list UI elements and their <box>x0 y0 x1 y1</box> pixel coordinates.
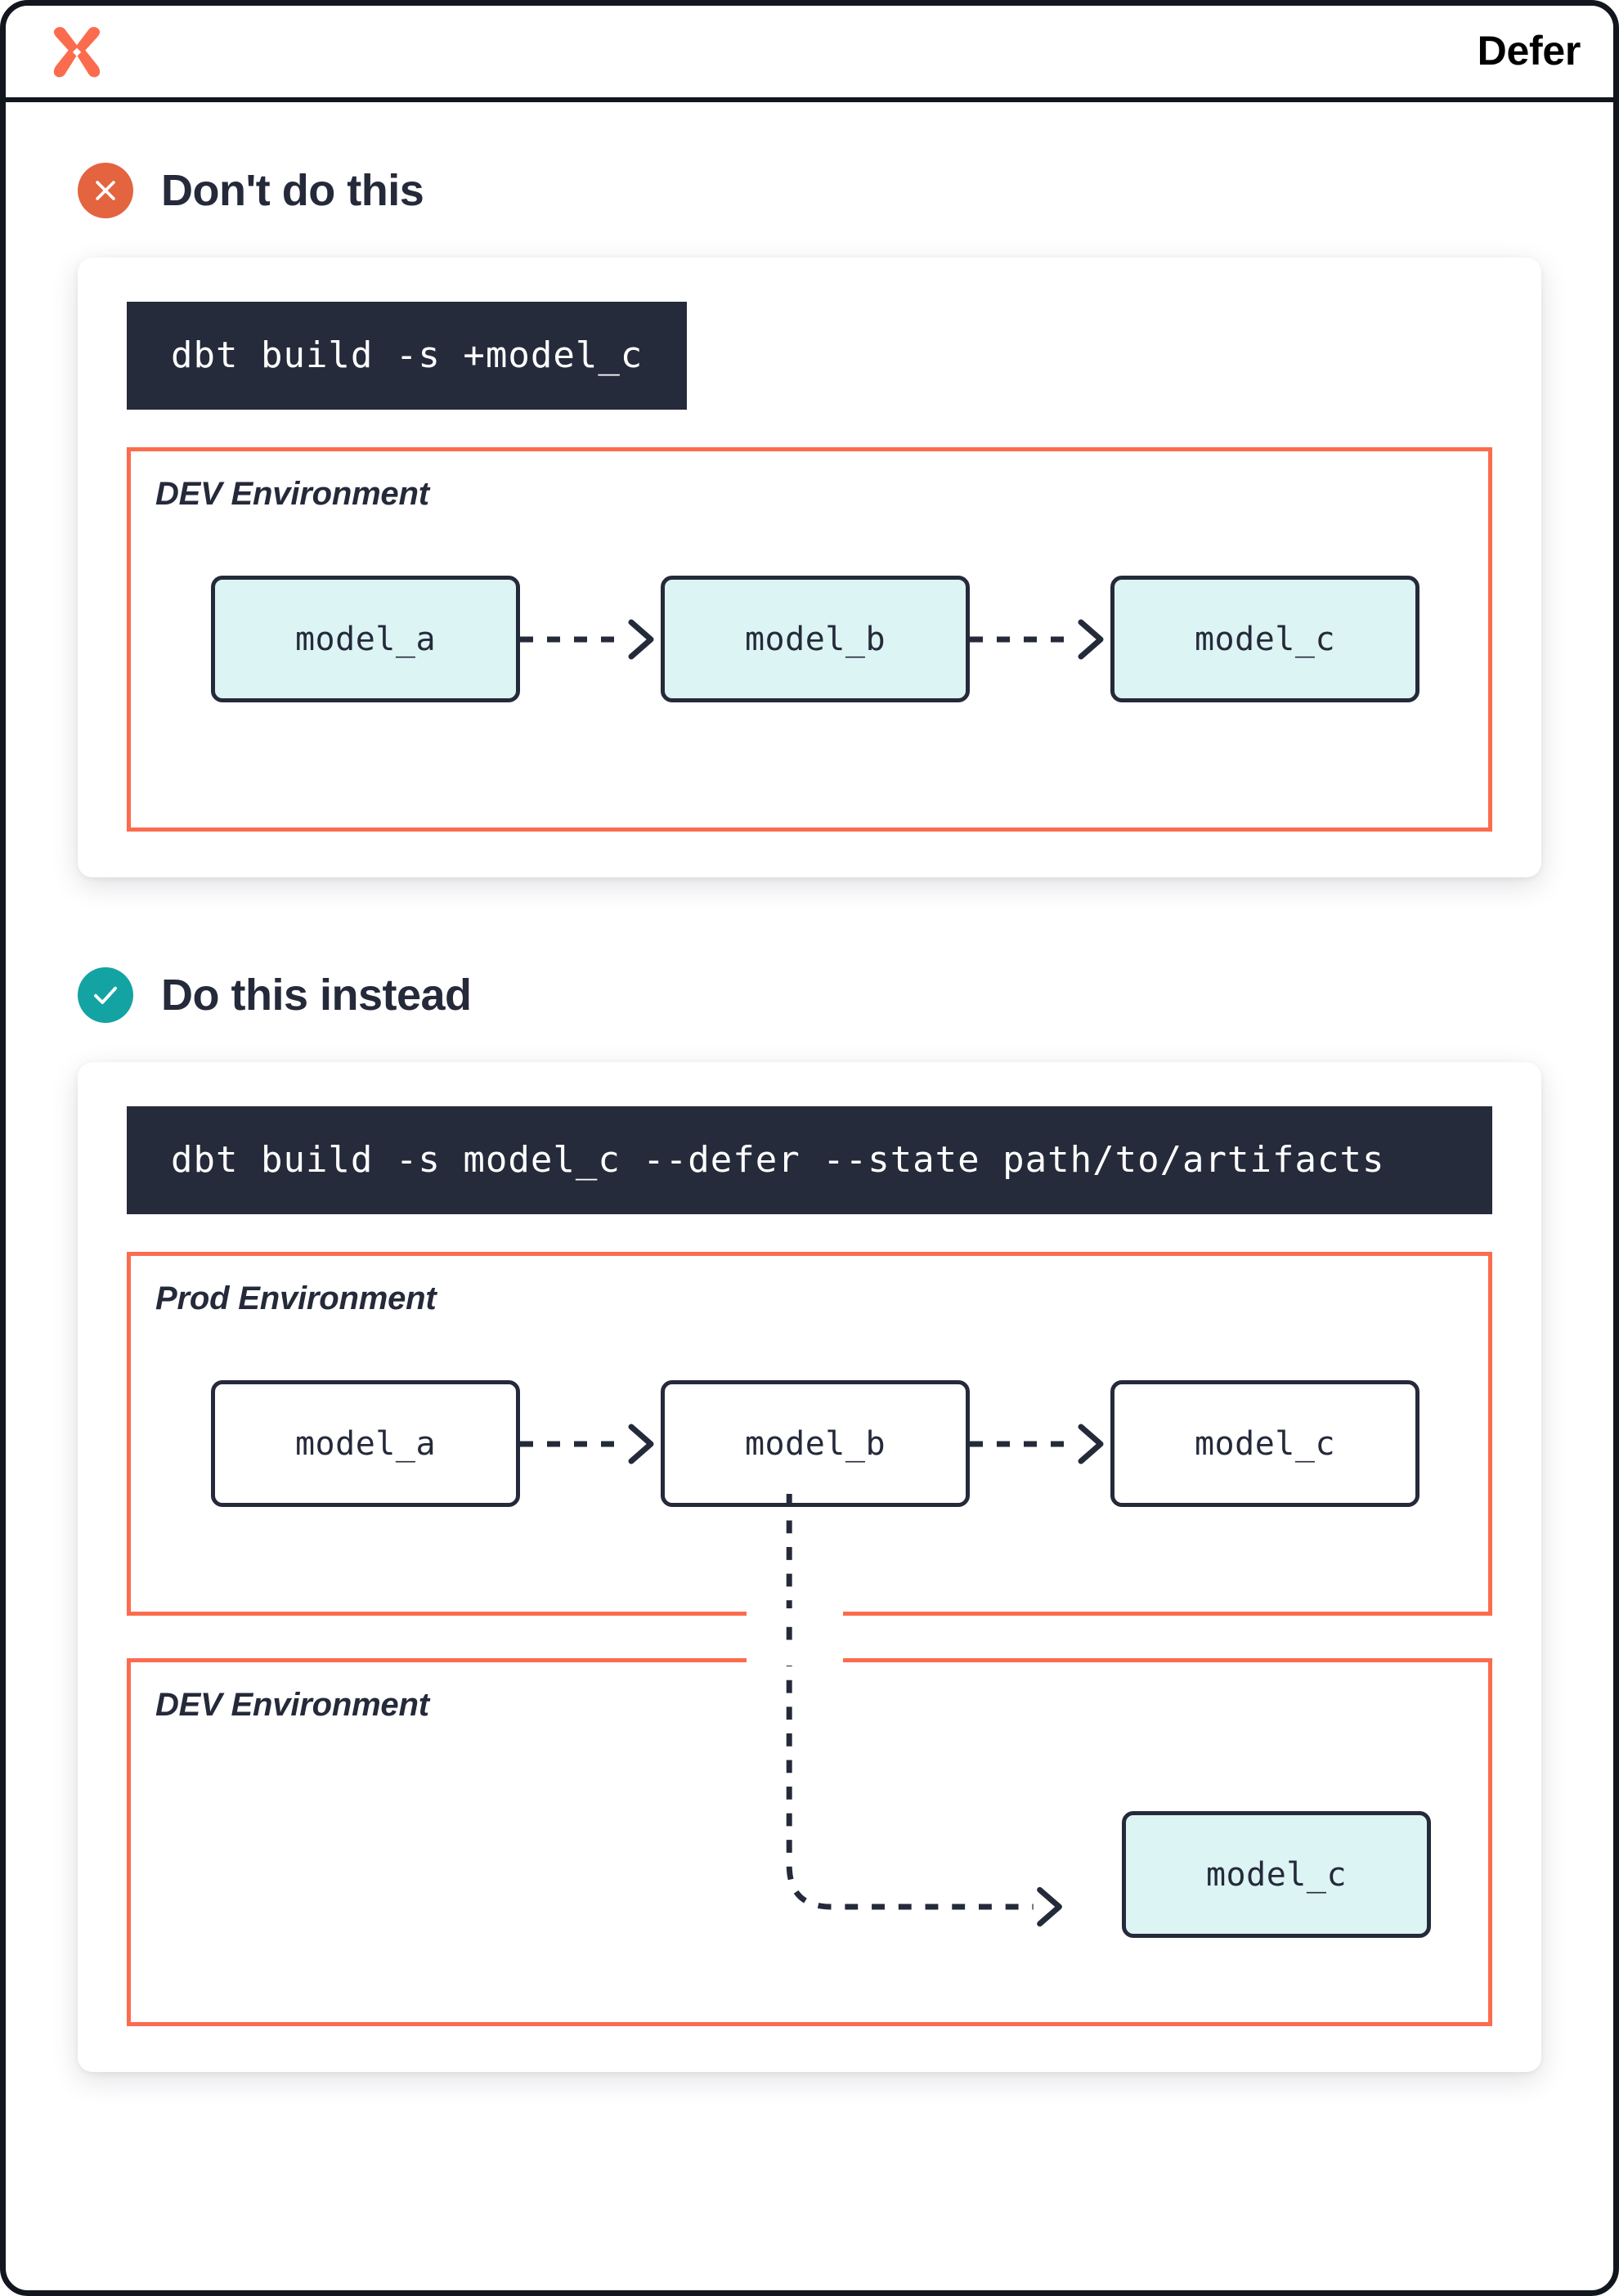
card-do: dbt build -s model_c --defer --state pat… <box>78 1062 1541 2072</box>
model-row-prod: model_a model_b <box>131 1380 1488 1507</box>
arrow-b-to-c-icon <box>970 615 1110 664</box>
env-label-dev-1: DEV Environment <box>155 476 429 512</box>
node-dev-model-c[interactable]: model_c <box>1122 1811 1431 1938</box>
node-model-c[interactable]: model_c <box>1110 576 1419 702</box>
arrow-a-to-b-icon <box>520 615 661 664</box>
code-block-do: dbt build -s model_c --defer --state pat… <box>127 1106 1492 1214</box>
env-label-prod: Prod Environment <box>155 1280 437 1316</box>
env-label-dev-2: DEV Environment <box>155 1687 429 1723</box>
page-title: Defer <box>1477 28 1581 74</box>
x-circle-icon <box>78 163 133 218</box>
section-header-dont: Don't do this <box>78 163 1541 218</box>
model-row-dev-2: model_c <box>131 1811 1488 1938</box>
border-gap-prod-bottom <box>747 1608 843 1621</box>
env-stack: Prod Environment model_a model_b <box>127 1252 1492 2026</box>
page-header: Defer <box>6 6 1613 102</box>
env-box-dev-1: DEV Environment model_a model_b <box>127 447 1492 832</box>
arrow-prod-b-to-c-icon <box>970 1419 1110 1469</box>
section-header-do: Do this instead <box>78 967 1541 1023</box>
page-body: Don't do this dbt build -s +model_c DEV … <box>6 163 1613 2072</box>
node-prod-model-b[interactable]: model_b <box>661 1380 970 1507</box>
card-dont: dbt build -s +model_c DEV Environment mo… <box>78 258 1541 877</box>
node-model-b[interactable]: model_b <box>661 576 970 702</box>
section-title-dont: Don't do this <box>161 166 424 215</box>
node-prod-model-c[interactable]: model_c <box>1110 1380 1419 1507</box>
dbt-logo-icon <box>47 24 107 84</box>
env-box-prod: Prod Environment model_a model_b <box>127 1252 1492 1616</box>
node-prod-model-a[interactable]: model_a <box>211 1380 520 1507</box>
check-circle-icon <box>78 967 133 1023</box>
code-block-dont: dbt build -s +model_c <box>127 302 688 410</box>
arrow-prod-a-to-b-icon <box>520 1419 661 1469</box>
model-row-dev-1: model_a model_b mode <box>131 576 1488 702</box>
env-box-dev-2: DEV Environment model_c <box>127 1658 1492 2026</box>
section-title-do: Do this instead <box>161 971 472 1020</box>
border-gap-dev-top <box>747 1652 843 1666</box>
node-model-a[interactable]: model_a <box>211 576 520 702</box>
